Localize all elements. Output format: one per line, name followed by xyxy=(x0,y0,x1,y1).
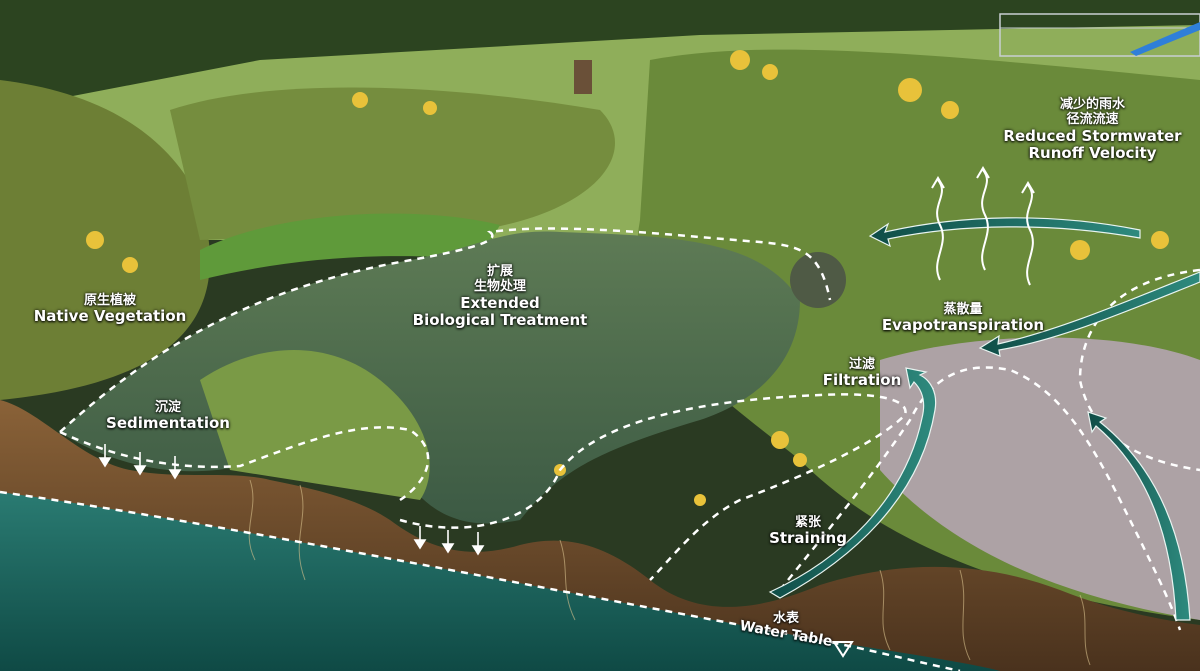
label-water-table: 水表 Water Table xyxy=(726,611,846,650)
water-table-icon xyxy=(832,641,854,658)
aster-patch xyxy=(880,337,1200,620)
reduced-en-1: Reduced Stormwater xyxy=(1003,126,1182,145)
filtration-outline xyxy=(399,393,907,581)
zone-outlines xyxy=(0,227,1200,671)
straining-en: Straining xyxy=(769,529,847,548)
reduced-zh-2: 径流流速 xyxy=(1066,112,1119,128)
water-table-zh: 水表 xyxy=(772,611,799,626)
fence xyxy=(999,13,1200,57)
water-table-line xyxy=(0,490,961,671)
label-native-vegetation: 原生植被 Native Vegetation xyxy=(30,293,190,326)
grass-mound xyxy=(200,350,430,500)
reduced-zh-1: 减少的雨水 xyxy=(1059,97,1125,112)
shrub xyxy=(790,252,846,308)
runoff-arrow-top xyxy=(868,217,1141,248)
roots xyxy=(248,479,1091,666)
extended-en-2: Biological Treatment xyxy=(412,311,588,330)
label-filtration: 过滤 Filtration xyxy=(812,357,912,390)
extended-zh-1: 扩展 xyxy=(486,264,513,279)
evaporation-arrows xyxy=(931,166,1035,286)
groundwater xyxy=(0,492,1000,671)
evapotranspiration-en: Evapotranspiration xyxy=(881,316,1045,335)
native-vegetation-en: Native Vegetation xyxy=(33,307,187,326)
filtration-arrow xyxy=(768,367,937,599)
extended-en-1: Extended xyxy=(460,293,540,312)
bird-house xyxy=(574,60,592,94)
back-vegetation xyxy=(170,87,615,240)
label-straining: 紧张 Straining xyxy=(758,515,858,548)
extended-zh-2: 生物处理 xyxy=(473,279,526,295)
filtration-en: Filtration xyxy=(822,371,902,390)
runoff-outline xyxy=(1078,268,1200,472)
native-vegetation-zh: 原生植被 xyxy=(83,293,136,308)
sedimentation-zh: 沉淀 xyxy=(154,400,181,415)
label-reduced-runoff: 减少的雨水 径流流速 Reduced Stormwater Runoff Vel… xyxy=(1000,97,1185,163)
evapotranspiration-zh: 蒸散量 xyxy=(943,302,983,317)
label-evapotranspiration: 蒸散量 Evapotranspiration xyxy=(878,302,1048,335)
grass-clump xyxy=(200,213,500,280)
runoff-arrow-mid xyxy=(978,271,1200,357)
label-sedimentation: 沉淀 Sedimentation xyxy=(98,400,238,433)
right-runoff-arrow xyxy=(1087,411,1191,621)
sediment-outline xyxy=(59,426,430,502)
flow-arrows xyxy=(768,217,1200,621)
straining-zh: 紧张 xyxy=(794,515,821,530)
filtration-zh: 过滤 xyxy=(848,357,875,372)
label-extended-treatment: 扩展 生物处理 Extended Biological Treatment xyxy=(405,264,595,330)
left-vegetation xyxy=(0,80,210,400)
pond-outline xyxy=(59,227,832,433)
reduced-en-2: Runoff Velocity xyxy=(1028,144,1157,163)
sediment-arrows xyxy=(98,444,485,556)
sedimentation-en: Sedimentation xyxy=(106,414,230,433)
slide xyxy=(1130,22,1200,56)
goldenrod-flowers xyxy=(86,50,1169,506)
